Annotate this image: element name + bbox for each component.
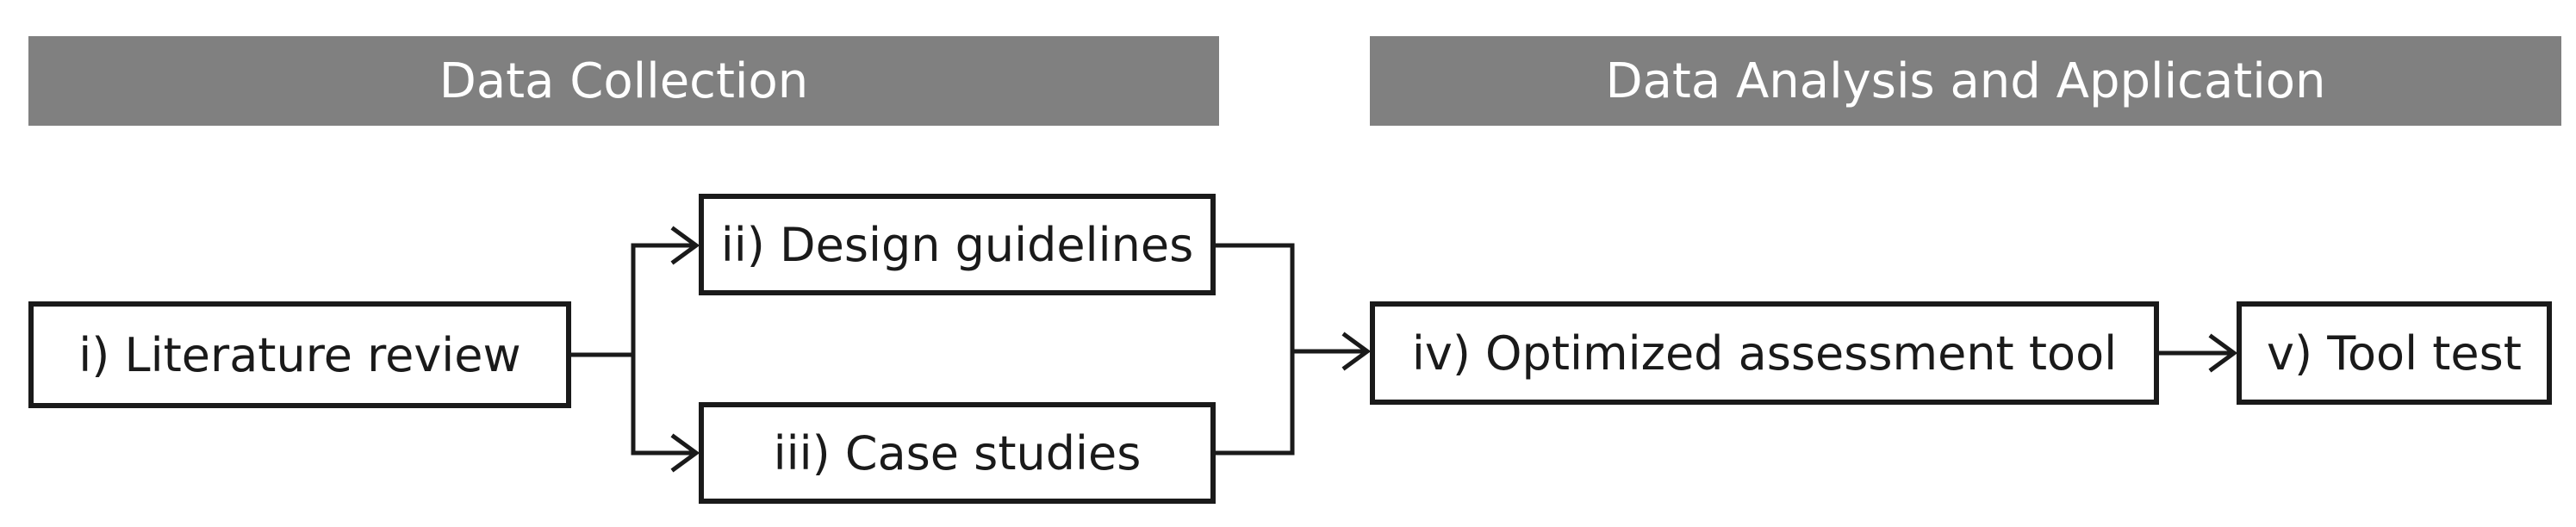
header-data-analysis: Data Analysis and Application xyxy=(1370,36,2561,126)
step-tool-test: v) Tool test xyxy=(2237,301,2552,405)
step-optimized-assessment-tool: iv) Optimized assessment tool xyxy=(1370,301,2159,405)
step-tool-test-label: v) Tool test xyxy=(2267,326,2522,381)
step-case-studies-label: iii) Case studies xyxy=(773,425,1142,480)
arrowhead-design-guidelines xyxy=(670,226,700,265)
step-case-studies: iii) Case studies xyxy=(699,402,1216,504)
arrowhead-tool-test xyxy=(2208,333,2238,373)
arrowhead-case-studies xyxy=(670,433,700,473)
step-design-guidelines: ii) Design guidelines xyxy=(699,194,1216,295)
header-data-collection: Data Collection xyxy=(28,36,1219,126)
step-optimized-assessment-tool-label: iv) Optimized assessment tool xyxy=(1411,326,2118,381)
step-literature-review-label: i) Literature review xyxy=(78,327,521,382)
header-data-analysis-label: Data Analysis and Application xyxy=(1605,53,2326,109)
arrowhead-optimized-tool xyxy=(1341,332,1372,371)
step-literature-review: i) Literature review xyxy=(28,301,571,408)
header-data-collection-label: Data Collection xyxy=(439,53,809,109)
step-design-guidelines-label: ii) Design guidelines xyxy=(720,217,1194,272)
